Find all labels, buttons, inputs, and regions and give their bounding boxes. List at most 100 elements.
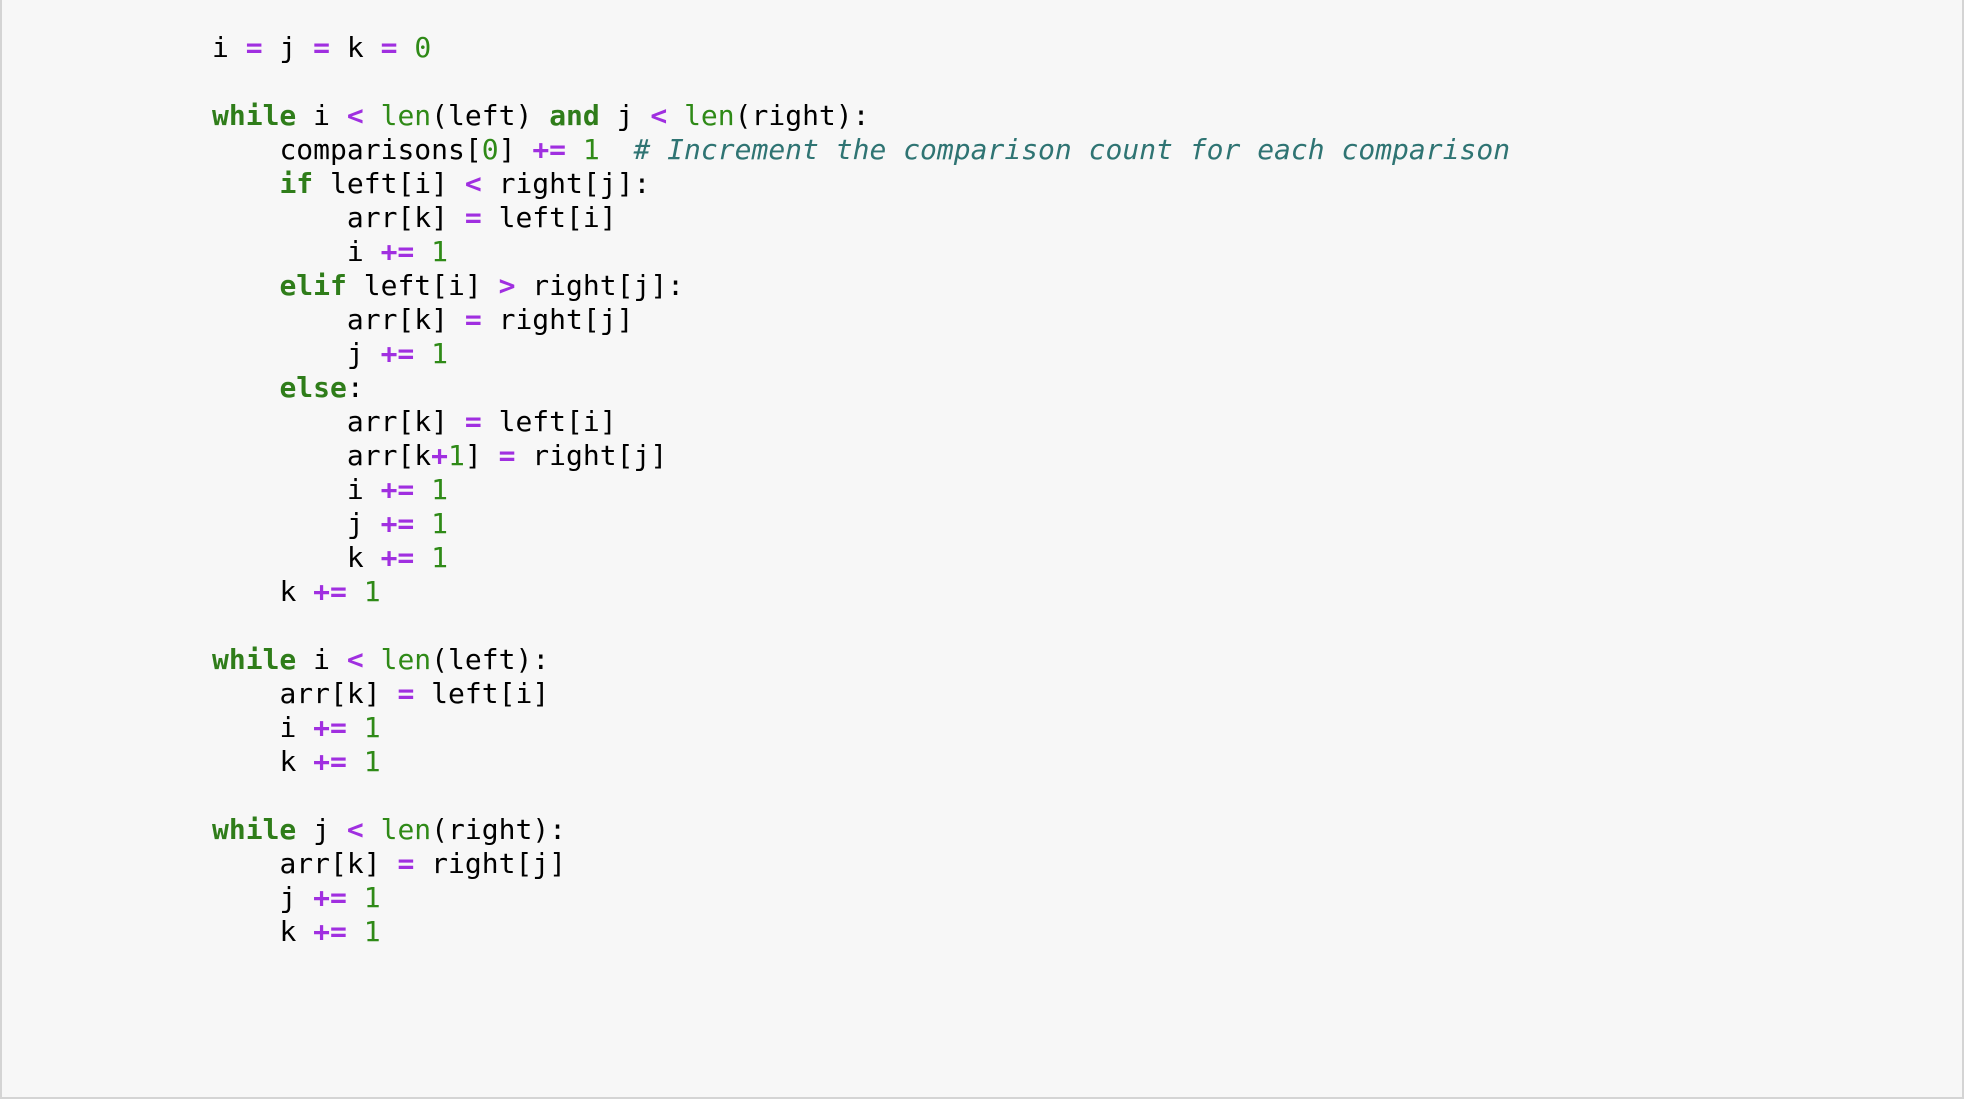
whitespace-token <box>212 303 347 336</box>
number-token: 1 <box>363 915 381 948</box>
code-line: arr[k] = left[i] <box>212 405 1510 439</box>
code-token: right[j]: <box>481 167 651 200</box>
code-token: i <box>346 473 381 506</box>
operator-token: = <box>464 303 482 336</box>
whitespace-token <box>364 643 381 676</box>
code-line: else: <box>212 371 1510 405</box>
number-token: 1 <box>431 337 449 370</box>
code-token: k <box>279 745 314 778</box>
whitespace-token <box>347 711 364 744</box>
code-line: comparisons[0] += 1 # Increment the comp… <box>212 133 1510 167</box>
builtin-token: len <box>684 99 735 132</box>
code-token: k <box>279 575 314 608</box>
code-token: right[j] <box>481 303 634 336</box>
operator-token: < <box>346 813 364 846</box>
whitespace-token <box>212 915 279 948</box>
code-token: j <box>279 881 314 914</box>
number-token: 1 <box>363 711 381 744</box>
operator-token: += <box>313 745 347 778</box>
code-token: arr[k <box>346 439 432 472</box>
code-token: right[j]: <box>515 269 685 302</box>
whitespace-token <box>212 269 279 302</box>
code-token: ] <box>464 439 499 472</box>
code-token: left[i] <box>481 201 617 234</box>
builtin-token: len <box>380 813 432 846</box>
code-line: j += 1 <box>212 507 1510 541</box>
code-line: k += 1 <box>212 915 1510 949</box>
code-token: arr[k] <box>279 847 398 880</box>
code-token: comparisons[ <box>279 133 482 166</box>
operator-token: = <box>245 31 263 64</box>
operator-token: += <box>380 337 415 370</box>
number-token: 0 <box>414 31 432 64</box>
code-token: arr[k] <box>346 201 465 234</box>
operator-token: < <box>464 167 482 200</box>
code-line: j += 1 <box>212 881 1510 915</box>
number-token: 1 <box>431 235 449 268</box>
code-token: (left) <box>431 99 550 132</box>
code-token: j <box>346 337 381 370</box>
code-token: k <box>346 541 381 574</box>
code-token: j <box>599 99 651 132</box>
code-block[interactable]: i = j = k = 0 while i < len (left) and j <… <box>212 31 1510 949</box>
code-line: while j < len(right): <box>212 813 1510 847</box>
keyword-token: elif <box>279 269 347 302</box>
whitespace-token <box>212 167 279 200</box>
whitespace-token <box>414 541 431 574</box>
operator-token: = <box>397 677 415 710</box>
operator-token: += <box>313 915 347 948</box>
operator-token: += <box>380 235 415 268</box>
number-token: 1 <box>582 133 600 166</box>
code-token: k <box>330 31 381 64</box>
whitespace-token <box>347 745 364 778</box>
code-line: arr[k+1] = right[j] <box>212 439 1510 473</box>
code-line: while i < len(left) and j < len(right): <box>212 99 1510 133</box>
number-token: 1 <box>448 439 465 472</box>
whitespace-token <box>397 31 414 64</box>
whitespace-token <box>212 745 279 778</box>
whitespace-token <box>566 133 583 166</box>
whitespace-token <box>212 677 279 710</box>
code-line: arr[k] = right[j] <box>212 847 1510 881</box>
code-token: i <box>212 31 246 64</box>
number-token: 1 <box>363 745 381 778</box>
operator-token: = <box>464 201 482 234</box>
code-token: j <box>262 31 314 64</box>
keyword-token: while <box>212 813 297 846</box>
operator-token: = <box>313 31 331 64</box>
number-token: 1 <box>431 473 449 506</box>
comment-token: # Increment the comparison count for eac… <box>633 133 1511 166</box>
code-line <box>212 65 1510 99</box>
operator-token: += <box>380 507 415 540</box>
whitespace-token <box>212 711 279 744</box>
code-token: j <box>296 813 347 846</box>
code-line: i = j = k = 0 <box>212 31 1510 65</box>
whitespace-token <box>364 813 381 846</box>
code-line: i += 1 <box>212 711 1510 745</box>
code-token: i <box>279 711 314 744</box>
operator-token: = <box>397 847 415 880</box>
whitespace-token <box>212 473 347 506</box>
operator-token: < <box>650 99 668 132</box>
number-token: 0 <box>481 133 499 166</box>
operator-token: < <box>346 99 364 132</box>
code-token: arr[k] <box>346 405 465 438</box>
code-token: : <box>346 371 364 404</box>
code-token: ] <box>498 133 533 166</box>
whitespace-token <box>414 473 431 506</box>
code-token: left[i] <box>414 677 550 710</box>
keyword-token: and <box>549 99 600 132</box>
operator-token: + <box>431 439 449 472</box>
keyword-token: if <box>279 167 314 200</box>
operator-token: += <box>380 473 415 506</box>
whitespace-token <box>212 439 347 472</box>
operator-token: = <box>464 405 482 438</box>
code-line: elif left[i] > right[j]: <box>212 269 1510 303</box>
code-token: right[j] <box>414 847 567 880</box>
code-token: i <box>346 235 381 268</box>
code-token: (right): <box>431 813 567 846</box>
whitespace-token <box>212 337 347 370</box>
code-line: k += 1 <box>212 575 1510 609</box>
whitespace-token <box>347 915 364 948</box>
